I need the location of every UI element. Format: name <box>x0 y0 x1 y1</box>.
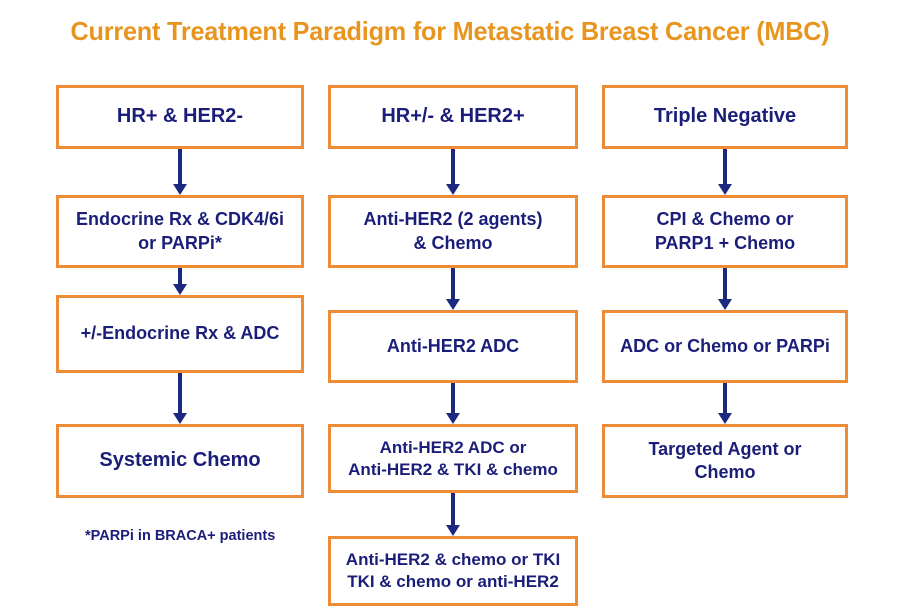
node-c3-s1-triple-negative[interactable]: Triple Negative <box>602 85 848 149</box>
node-label: CPI & Chemo or PARP1 + Chemo <box>611 208 839 254</box>
node-label: Triple Negative <box>611 104 839 130</box>
arrow-c2-s2-to-s3 <box>445 268 461 310</box>
arrow-c1-s3-to-s4 <box>172 373 188 424</box>
arrow-shaft <box>723 268 727 299</box>
arrow-head-icon <box>446 299 460 310</box>
node-c2-s4-anti-her2-adc-or-tki[interactable]: Anti-HER2 ADC or Anti-HER2 & TKI & chemo <box>328 424 578 493</box>
node-line: HR+ & HER2- <box>116 105 244 128</box>
node-line: +/-Endocrine Rx & ADC <box>80 323 280 344</box>
node-line: Anti-HER2 (2 agents) <box>363 209 543 230</box>
node-line: or PARPi* <box>138 232 222 253</box>
arrow-c2-s3-to-s4 <box>445 383 461 424</box>
node-label: Anti-HER2 (2 agents) & Chemo <box>337 208 569 254</box>
node-c2-s5-anti-her2-chemo-tki[interactable]: Anti-HER2 & chemo or TKI TKI & chemo or … <box>328 536 578 606</box>
node-c2-s1-hr-any-her2-pos[interactable]: HR+/- & HER2+ <box>328 85 578 149</box>
arrow-c1-s2-to-s3 <box>172 268 188 295</box>
node-c1-s2-endocrine-cdk[interactable]: Endocrine Rx & CDK4/6i or PARPi* <box>56 195 304 268</box>
node-label: Anti-HER2 ADC <box>337 335 569 358</box>
node-c1-s1-hr-pos-her2-neg[interactable]: HR+ & HER2- <box>56 85 304 149</box>
node-c3-s2-cpi-chemo-parp1[interactable]: CPI & Chemo or PARP1 + Chemo <box>602 195 848 268</box>
node-line: Targeted Agent or <box>648 438 802 459</box>
arrow-head-icon <box>446 184 460 195</box>
arrow-shaft <box>178 373 182 413</box>
arrow-c1-s1-to-s2 <box>172 149 188 195</box>
arrow-head-icon <box>173 184 187 195</box>
arrow-head-icon <box>446 525 460 536</box>
node-line: ADC or Chemo or PARPi <box>620 335 830 356</box>
node-line: CPI & Chemo or <box>656 209 794 230</box>
node-line: Anti-HER2 & chemo or TKI <box>345 550 561 570</box>
arrow-shaft <box>451 493 455 525</box>
node-line: Endocrine Rx & CDK4/6i <box>75 209 285 230</box>
arrow-shaft <box>178 268 182 285</box>
arrow-shaft <box>451 268 455 299</box>
node-c2-s2-anti-her2-two-agents[interactable]: Anti-HER2 (2 agents) & Chemo <box>328 195 578 268</box>
node-line: Anti-HER2 & TKI & chemo <box>348 459 558 479</box>
node-c1-s4-systemic-chemo[interactable]: Systemic Chemo <box>56 424 304 498</box>
node-line: TKI & chemo or anti-HER2 <box>347 572 559 591</box>
node-label: HR+ & HER2- <box>65 104 295 130</box>
node-line: PARP1 + Chemo <box>654 232 796 253</box>
arrow-head-icon <box>718 413 732 424</box>
arrow-shaft <box>723 149 727 184</box>
node-label: HR+/- & HER2+ <box>337 104 569 130</box>
arrow-shaft <box>723 383 727 413</box>
node-c3-s4-targeted-agent-or-chemo[interactable]: Targeted Agent or Chemo <box>602 424 848 498</box>
node-label: Anti-HER2 & chemo or TKI TKI & chemo or … <box>337 549 569 593</box>
node-line: Systemic Chemo <box>99 449 261 472</box>
node-line: Triple Negative <box>653 105 797 128</box>
arrow-c3-s2-to-s3 <box>717 268 733 310</box>
node-line: Chemo <box>694 462 756 482</box>
arrow-head-icon <box>446 413 460 424</box>
node-label: ADC or Chemo or PARPi <box>611 335 839 358</box>
arrow-head-icon <box>173 413 187 424</box>
arrow-shaft <box>451 149 455 184</box>
arrow-head-icon <box>718 184 732 195</box>
node-label: Endocrine Rx & CDK4/6i or PARPi* <box>65 208 295 254</box>
node-line: Anti-HER2 ADC <box>386 335 520 356</box>
node-line: HR+/- & HER2+ <box>381 105 525 128</box>
arrow-c2-s4-to-s5 <box>445 493 461 536</box>
arrow-shaft <box>451 383 455 413</box>
node-label: Targeted Agent or Chemo <box>611 438 839 484</box>
node-label: Systemic Chemo <box>65 448 295 474</box>
node-c1-s3-endocrine-adc[interactable]: +/-Endocrine Rx & ADC <box>56 295 304 373</box>
footnote-parpi: *PARPi in BRACA+ patients <box>85 528 276 544</box>
node-label: Anti-HER2 ADC or Anti-HER2 & TKI & chemo <box>337 437 569 481</box>
arrow-c3-s3-to-s4 <box>717 383 733 424</box>
node-line: Anti-HER2 ADC or <box>379 437 527 457</box>
arrow-c3-s1-to-s2 <box>717 149 733 195</box>
node-line: & Chemo <box>413 232 493 253</box>
node-label: +/-Endocrine Rx & ADC <box>65 322 295 345</box>
page-title: Current Treatment Paradigm for Metastati… <box>70 16 830 46</box>
arrow-head-icon <box>173 284 187 295</box>
arrow-c2-s1-to-s2 <box>445 149 461 195</box>
node-c2-s3-anti-her2-adc[interactable]: Anti-HER2 ADC <box>328 310 578 383</box>
arrow-head-icon <box>718 299 732 310</box>
node-c3-s3-adc-chemo-parpi[interactable]: ADC or Chemo or PARPi <box>602 310 848 383</box>
arrow-shaft <box>178 149 182 184</box>
